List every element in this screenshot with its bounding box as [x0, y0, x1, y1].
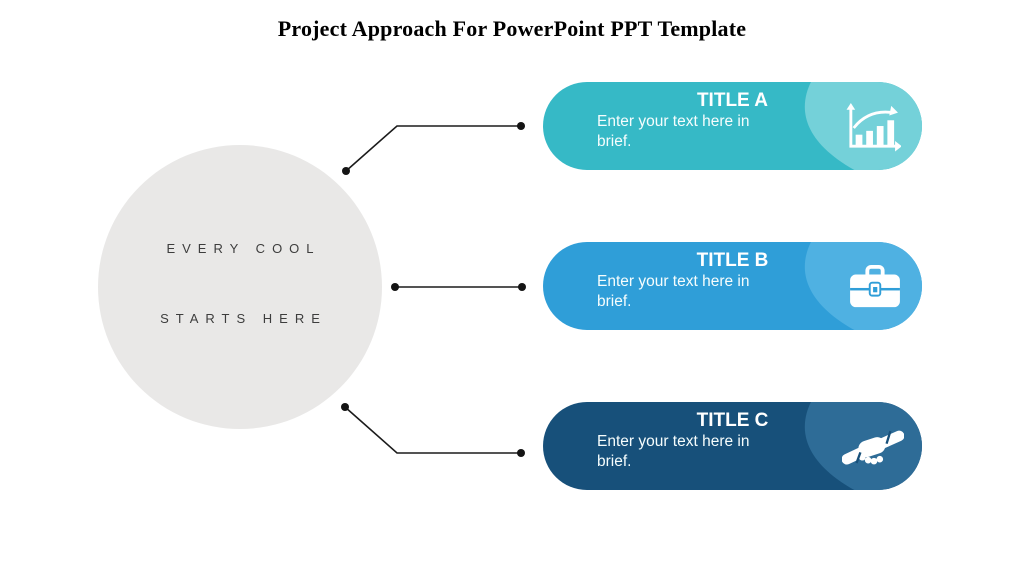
- card-b-title: TITLE B: [696, 250, 769, 271]
- card-title-a[interactable]: TITLE A Enter your text here in brief.: [543, 82, 922, 170]
- connector-dot: [342, 167, 350, 175]
- card-title-b[interactable]: TITLE B Enter your text here in brief.: [543, 242, 922, 330]
- page-title: Project Approach For PowerPoint PPT Temp…: [277, 16, 747, 41]
- card-a-title: TITLE A: [696, 90, 769, 111]
- card-b-body: Enter your text here in brief.: [597, 273, 750, 310]
- center-circle-shape[interactable]: EVERY COOL STARTS HERE: [98, 145, 382, 429]
- card-accent-blob: [804, 82, 922, 170]
- circle-text-line1: EVERY COOL: [166, 241, 321, 256]
- circle-text-line2: STARTS HERE: [160, 311, 327, 326]
- connector-dot: [517, 122, 525, 130]
- card-c-title: TITLE C: [696, 410, 769, 431]
- connector-dot: [517, 449, 525, 457]
- connector-dot: [391, 283, 399, 291]
- connector-top: [345, 125, 521, 172]
- card-a-body: Enter your text here in brief.: [597, 113, 750, 150]
- card-title-c[interactable]: TITLE C Enter your text here in brief.: [543, 402, 922, 490]
- card-c-body: Enter your text here in brief.: [597, 433, 750, 470]
- connector-dot: [341, 403, 349, 411]
- connector-bottom: [344, 406, 521, 454]
- growth-chart-icon: [843, 102, 902, 157]
- briefcase-icon: [848, 264, 902, 315]
- connector-dot: [518, 283, 526, 291]
- handshake-icon: [841, 428, 905, 476]
